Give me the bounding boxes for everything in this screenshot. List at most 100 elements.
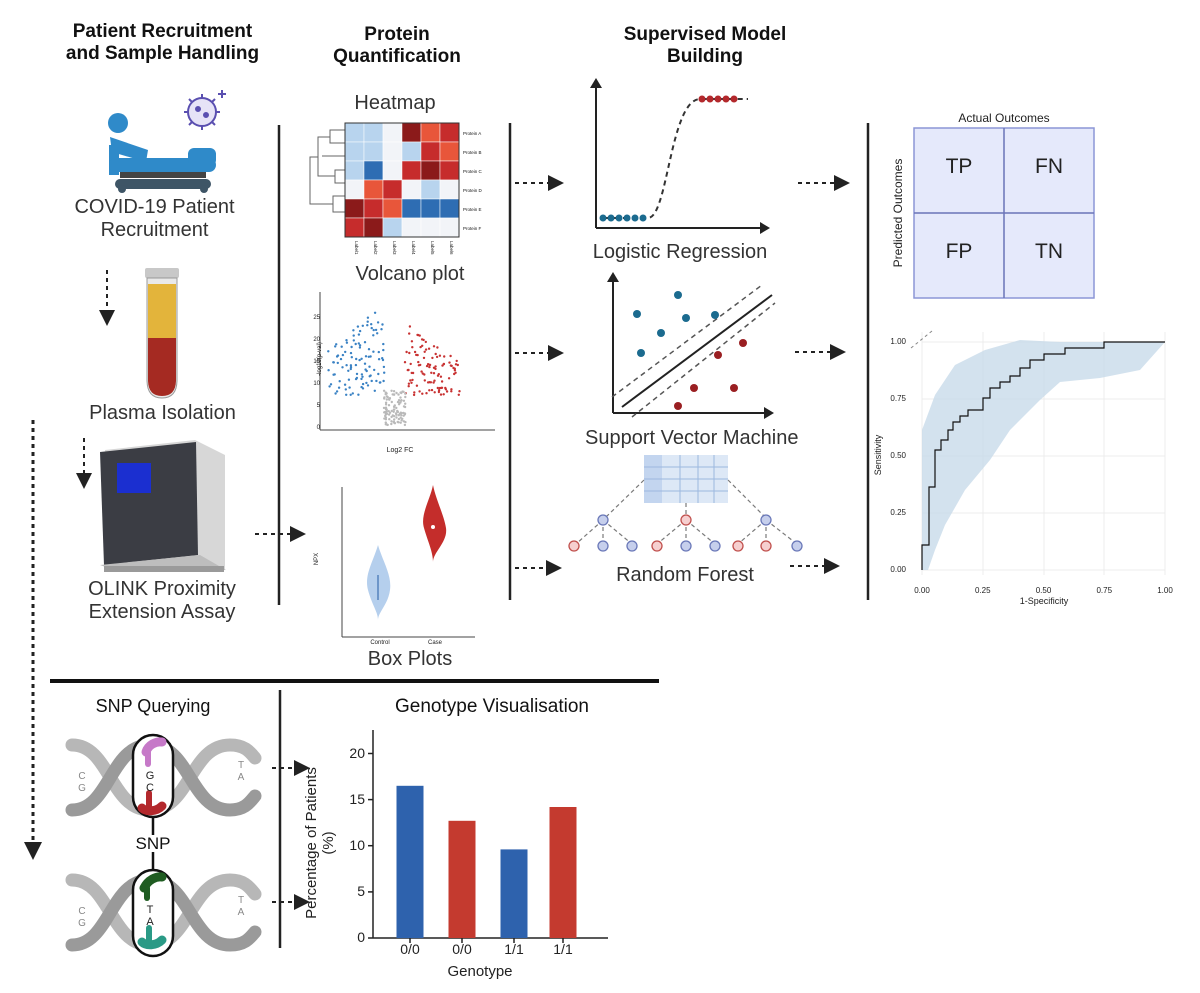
volcano-point — [410, 340, 414, 343]
volcano-point — [385, 398, 388, 401]
volcano-point — [365, 369, 368, 373]
volcano-point — [340, 345, 343, 348]
label-snp: SNP — [135, 834, 171, 853]
volcano-point — [367, 348, 371, 351]
volcano-point — [445, 390, 449, 393]
volcano-point — [336, 361, 339, 365]
x-tick-label: 0/0 — [452, 941, 472, 957]
heatmap-cell — [344, 141, 365, 162]
volcano-point — [333, 373, 336, 376]
volcano-point — [369, 374, 372, 377]
volcano-point — [415, 384, 419, 387]
volcano-point — [387, 410, 390, 413]
volcano-point — [356, 325, 360, 328]
volcano-point — [416, 333, 419, 337]
volcano-point — [435, 355, 439, 359]
volcano-point — [430, 371, 433, 374]
volcano-point — [395, 416, 398, 419]
volcano-point — [382, 379, 385, 383]
volcano-point — [338, 380, 341, 383]
volcano-point — [415, 353, 418, 357]
volcano-point — [442, 393, 445, 396]
y-tick-label: 5 — [357, 882, 365, 899]
flow-arrows — [76, 175, 850, 910]
volcano-point — [417, 360, 420, 364]
volcano-point — [420, 370, 423, 373]
heatmap-col-label: Label4 — [411, 241, 416, 255]
volcano-point — [384, 401, 388, 404]
volcano-point — [385, 412, 388, 416]
heatmap-cell — [401, 179, 422, 200]
volcano-point — [350, 356, 353, 359]
volcano-point — [421, 392, 424, 395]
volcano-point — [450, 390, 453, 393]
heatmap-border — [344, 122, 460, 238]
roc-y-tick: 1.00 — [890, 337, 906, 346]
volcano-point — [327, 369, 330, 372]
volcano-point — [349, 351, 353, 355]
volcano-point — [391, 414, 394, 417]
label-volcano-plot: Volcano plot — [355, 263, 465, 285]
volcano-y-tick: 15 — [313, 359, 320, 365]
volcano-point — [393, 405, 396, 408]
volcano-point — [382, 389, 386, 392]
volcano-point — [380, 328, 383, 331]
volcano-point — [447, 377, 451, 380]
volcano-point — [402, 411, 405, 415]
volcano-point — [361, 387, 365, 390]
roc-y-tick: 0.50 — [890, 451, 906, 460]
volcano-point — [396, 420, 399, 424]
violin-plot — [341, 485, 475, 638]
patient-bed-icon — [108, 113, 216, 193]
volcano-point — [397, 399, 401, 402]
volcano-point — [370, 379, 373, 383]
volcano-point — [366, 320, 369, 323]
volcano-point — [382, 406, 386, 410]
volcano-point — [407, 385, 410, 388]
volcano-point — [384, 406, 388, 409]
volcano-point — [438, 386, 441, 390]
volcano-y-tick: 20 — [313, 337, 320, 343]
volcano-point — [384, 403, 388, 406]
volcano-point — [402, 399, 406, 402]
volcano-point — [428, 365, 431, 369]
volcano-point — [366, 324, 369, 327]
volcano-point — [409, 362, 412, 366]
heatmap-row-label: Protein A — [463, 131, 481, 136]
volcano-point — [392, 410, 395, 413]
x-tick-label: 0/0 — [400, 941, 420, 957]
volcano-point — [423, 350, 426, 353]
random-forest-diagram — [568, 455, 803, 552]
volcano-point — [426, 381, 430, 384]
volcano-point — [384, 421, 387, 424]
volcano-point — [420, 338, 424, 341]
volcano-point — [357, 393, 360, 396]
volcano-point — [423, 379, 426, 382]
roc-ylabel: Sensitivity — [873, 434, 883, 476]
heatmap-cell — [363, 179, 384, 200]
volcano-point — [400, 399, 403, 402]
volcano-point — [379, 381, 382, 384]
box-ylabel: NPX — [314, 552, 320, 566]
volcano-point — [344, 350, 347, 354]
header-supervised-model: Supervised Model Building — [623, 24, 787, 67]
volcano-point — [403, 413, 407, 416]
y-tick-label: 10 — [349, 836, 365, 853]
roc-xlabel: 1-Specificity — [1019, 596, 1069, 606]
label-covid-recruitment: COVID-19 Patient Recruitment — [74, 196, 235, 241]
heatmap-cell — [439, 160, 460, 181]
dna-helix-bottom — [65, 868, 262, 958]
volcano-point — [377, 372, 380, 376]
volcano-point — [334, 345, 337, 348]
volcano-point — [404, 395, 407, 399]
volcano-point — [455, 359, 458, 363]
volcano-point — [383, 396, 386, 399]
volcano-point — [387, 404, 391, 407]
chart-xlabel: Genotype — [447, 963, 513, 980]
volcano-point — [419, 345, 422, 349]
volcano-point — [369, 355, 372, 358]
volcano-point — [372, 328, 375, 332]
